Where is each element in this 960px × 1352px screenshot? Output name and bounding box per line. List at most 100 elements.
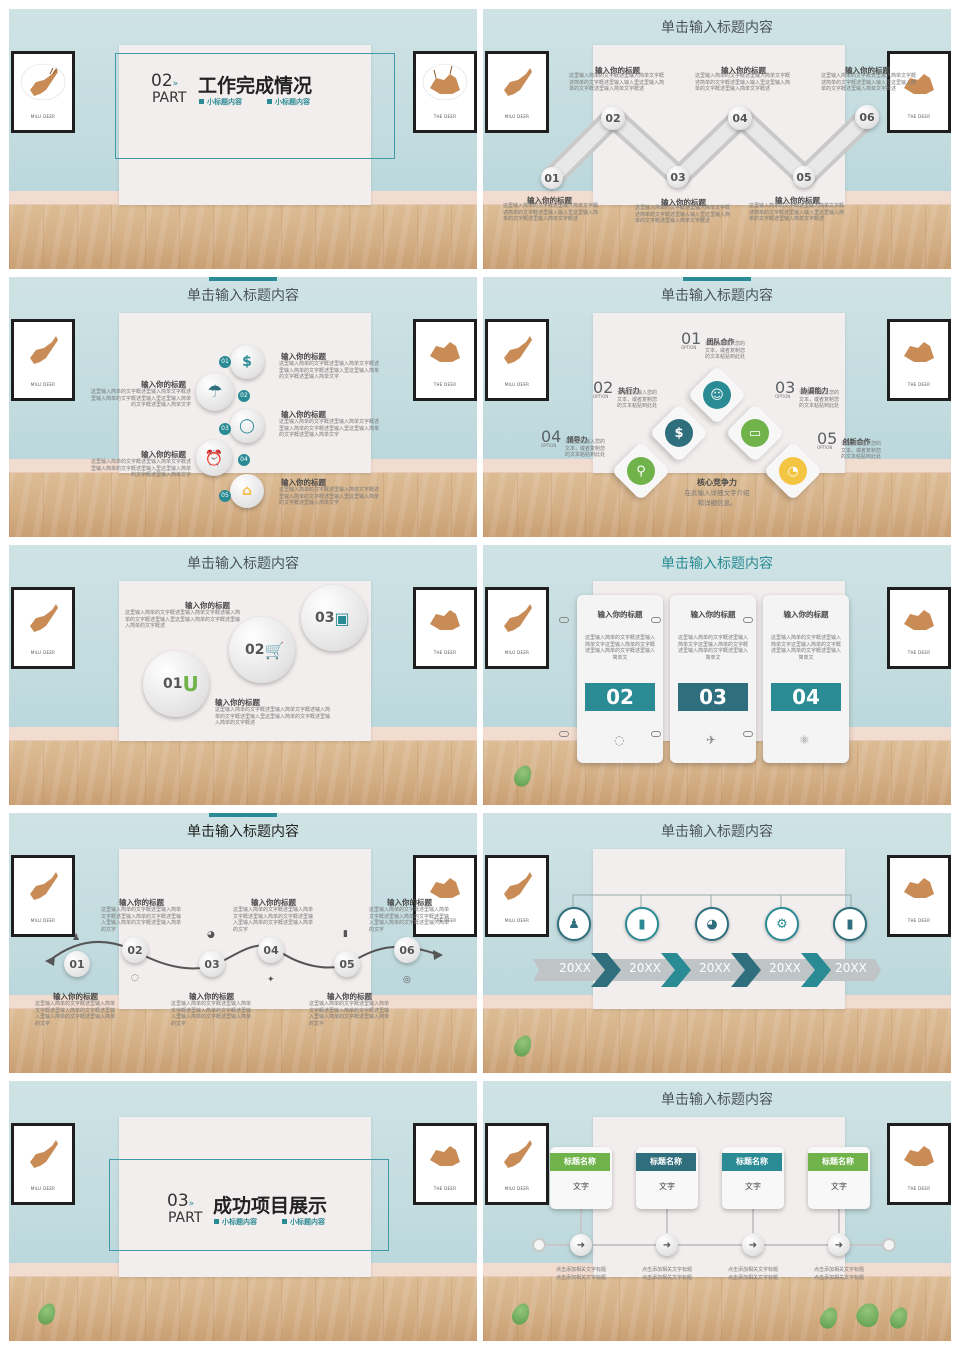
card-text: 文字 xyxy=(831,1182,847,1191)
deer-icon xyxy=(422,63,468,101)
step-04: 04 xyxy=(258,937,284,963)
pie-icon: ◕ xyxy=(695,907,729,941)
heading-top-2: 输入你的标题 xyxy=(721,66,766,75)
heading-bottom-2: 输入你的标题 xyxy=(189,992,234,1001)
step-badge-03: 03 xyxy=(219,423,231,435)
step-02-cart: 02🛒 xyxy=(229,617,295,683)
card-04: 输入你的标题 这里输入简单的文字概述里输入简单文字这里输入简单的文字概述里输入简… xyxy=(763,595,849,763)
deer-picture-left: MILU DEER xyxy=(11,587,75,669)
body-top-3: 这里输入简单的文字概述里输入简单文字概述里输入简单的文字概述里输入里输入简单的文… xyxy=(369,907,450,933)
frame-caption: THE DEER xyxy=(907,650,931,655)
section-title: 成功项目展示 xyxy=(213,1195,328,1217)
wood-floor xyxy=(9,741,477,805)
deer-picture-left: MILU DEER xyxy=(485,51,549,133)
frame-caption: THE DEER xyxy=(433,918,457,923)
body-r1: 这里输入简单的文字概述里输入简单文字概述里输入简单的文字概述里输入里这里输入简单… xyxy=(279,361,380,380)
item-num: 01 xyxy=(681,329,702,348)
body-bottom-3: 这里输入简单的文字概述里输入简单文字概述里输入简单的文字概述里输入里输入简单的文… xyxy=(309,1001,390,1027)
atom-icon: ⚛ xyxy=(799,733,810,747)
step-03-briefcase: 03▣ xyxy=(301,585,367,651)
item-05: 05 创新合作 OPTION 请在此处输入您的文本，或者复制您的文本粘贴到此处 xyxy=(817,429,881,460)
step-num: 06 xyxy=(859,110,875,124)
step-05: 05 xyxy=(334,951,360,977)
wood-floor xyxy=(483,205,951,269)
caption-1a: 点击添加相关文字标题 xyxy=(555,1267,606,1273)
deer-picture-right: THE DEER xyxy=(413,855,477,937)
heading-bottom-2: 输入你的标题 xyxy=(661,198,706,207)
slide-9[interactable]: MILU DEER THE DEER 03» PART 成功项目展示 小标题内容… xyxy=(9,1081,477,1341)
item-name: 领导力 xyxy=(566,436,588,444)
arrow-right-icon: ➜ xyxy=(828,1234,850,1256)
deer-icon xyxy=(30,336,58,364)
slide-7[interactable]: MILU DEER THE DEER 单击输入标题内容 01 02 03 04 … xyxy=(9,813,477,1073)
slide-1[interactable]: MILU DEER THE DEER 02» PART 工作完成情况 小标题内容… xyxy=(9,9,477,269)
frame-caption: MILU DEER xyxy=(504,1186,530,1191)
step-05: 05 xyxy=(793,166,815,188)
dollar-icon: $ xyxy=(665,419,693,447)
slide-10[interactable]: MILU DEER THE DEER 单击输入标题内容 标题名称文字 标题名称文… xyxy=(483,1081,951,1341)
ring-icon xyxy=(743,617,753,623)
step-num: 03 xyxy=(204,957,220,971)
heading-2: 输入你的标题 xyxy=(215,698,260,707)
step-num: 01 xyxy=(163,676,183,692)
step-badge-04: 04 xyxy=(238,454,250,466)
subtitle-1: 小标题内容 xyxy=(199,97,242,107)
item-03: 03 协调能力 OPTION 请在此处输入您的文本，或者复制您的文本粘贴到此处 xyxy=(775,378,839,409)
core-text-2: 和详细信息。 xyxy=(697,499,737,507)
deer-picture-left: MILU DEER xyxy=(485,1123,549,1205)
deer-picture-right: THE DEER xyxy=(413,319,477,401)
item-option: OPTION xyxy=(775,394,791,399)
book-icon: ▭ xyxy=(741,419,769,447)
part-num: 02 xyxy=(151,71,173,91)
plane-icon: ✈ xyxy=(706,733,717,747)
deer-picture-left: MILU DEER xyxy=(11,855,75,937)
item-name: 团队合作 xyxy=(706,338,735,346)
step-num: 05 xyxy=(339,957,355,971)
body-2: 这里输入简单的文字概述里输入简单文字概述输入简单的文字概述里输入里这里输入简单的… xyxy=(215,707,331,726)
item-text: 请在此处输入您的文本，或者复制您的文本粘贴到此处 xyxy=(565,439,606,458)
body-bottom-3: 这里输入简单的文字概述里输入简单文字概述简单的文字概述里输入输入里这里输入简单的… xyxy=(749,203,845,222)
core-text-1: 在此输入详细文字介绍 xyxy=(684,489,750,497)
part-number: 03» xyxy=(167,1191,195,1211)
item-num: 03 xyxy=(775,378,796,397)
item-01: 01 团队合作 OPTION 请在此处输入您的文本，或者复制您的文本粘贴到此处 xyxy=(681,329,745,360)
subtitle-text: 小标题内容 xyxy=(222,1218,257,1226)
slide-4[interactable]: MILU DEER THE DEER 单击输入标题内容 ☺ $ ▭ ⚲ ◔ 01… xyxy=(483,277,951,537)
frame-caption: MILU DEER xyxy=(30,1186,56,1191)
arrow-right-icon: ➜ xyxy=(656,1234,678,1256)
step-06: 06 xyxy=(394,937,420,963)
frame-caption: MILU DEER xyxy=(30,918,56,923)
subtitle-text: 小标题内容 xyxy=(275,98,310,106)
frame-caption: MILU DEER xyxy=(30,650,56,655)
item-num: 05 xyxy=(817,429,838,448)
deer-picture-right: THE DEER xyxy=(413,51,477,133)
body-r2: 这里输入简单的文字概述里输入简单文字概述里输入简单的文字概述里输入里这里输入简单… xyxy=(279,419,380,438)
section-title: 工作完成情况 xyxy=(198,75,313,97)
slide-title: 单击输入标题内容 xyxy=(187,556,299,572)
subtitle-2: 小标题内容 xyxy=(282,1217,325,1227)
deer-icon xyxy=(20,63,66,101)
step-04: 04 xyxy=(728,106,752,130)
card-title: 标题名称 xyxy=(808,1153,868,1171)
caption-2b: 点击添加相关文字标题 xyxy=(641,1275,692,1281)
slide-2[interactable]: MILU DEER THE DEER 单击输入标题内容 01 02 03 04 … xyxy=(483,9,951,269)
ring-icon xyxy=(651,731,661,737)
white-board xyxy=(593,1117,845,1277)
slide-6[interactable]: MILU DEER THE DEER 单击输入标题内容 输入你的标题 这里输入简… xyxy=(483,545,951,805)
deer-icon xyxy=(504,604,532,632)
item-option: OPTION xyxy=(681,345,697,350)
subtitle-text: 小标题内容 xyxy=(207,98,242,106)
gear-icon: ⚙ xyxy=(765,907,799,941)
white-board xyxy=(119,849,371,1009)
item-num: 02 xyxy=(593,378,614,397)
slide-3[interactable]: MILU DEER THE DEER 单击输入标题内容 $ ☂ ◯ ⏰ ⌂ 01… xyxy=(9,277,477,537)
deer-icon xyxy=(430,342,460,362)
item-option: OPTION xyxy=(817,445,833,450)
heading-bottom-3: 输入你的标题 xyxy=(327,992,372,1001)
slide-8[interactable]: MILU DEER THE DEER 单击输入标题内容 ♟ ▮ ◕ ⚙ ▮ 20… xyxy=(483,813,951,1073)
frame-caption: THE DEER xyxy=(907,1186,931,1191)
card-text: 文字 xyxy=(745,1182,761,1191)
deer-icon xyxy=(504,336,532,364)
frame-caption: THE DEER xyxy=(907,918,931,923)
